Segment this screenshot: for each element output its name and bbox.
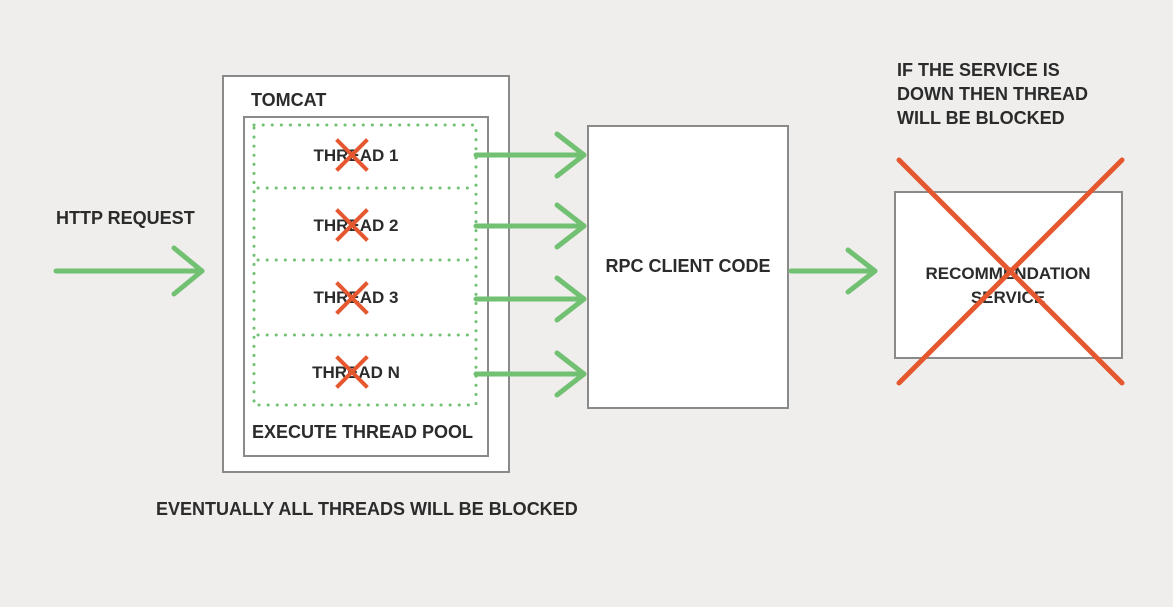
rpc-client-label: RPC CLIENT CODE bbox=[605, 256, 770, 276]
blocked-cross-icon bbox=[335, 355, 369, 389]
thread-arrow bbox=[473, 350, 587, 398]
thread-label: THREAD 2 bbox=[313, 216, 398, 235]
service-down-note: DOWN THEN THREAD bbox=[897, 84, 1088, 104]
blocked-cross-icon bbox=[335, 281, 369, 315]
thread-arrow bbox=[473, 131, 587, 179]
tomcat-label: TOMCAT bbox=[251, 90, 326, 110]
service-down-note: IF THE SERVICE IS bbox=[897, 60, 1060, 80]
service-down-cross-icon bbox=[896, 157, 1125, 386]
rpc-client-box bbox=[587, 125, 789, 409]
rpc-to-service-arrow bbox=[788, 247, 878, 295]
http-request-arrow bbox=[53, 245, 205, 297]
service-down-note: WILL BE BLOCKED bbox=[897, 108, 1065, 128]
thread-label: THREAD 1 bbox=[313, 146, 398, 165]
thread-arrow bbox=[473, 275, 587, 323]
thread-pool-dotted-area bbox=[252, 123, 478, 407]
http-request-label: HTTP REQUEST bbox=[56, 208, 195, 228]
thread-label: THREAD N bbox=[312, 363, 400, 382]
footer-note: EVENTUALLY ALL THREADS WILL BE BLOCKED bbox=[156, 499, 578, 519]
thread-pool-label: EXECUTE THREAD POOL bbox=[252, 422, 473, 442]
blocked-cross-icon bbox=[335, 138, 369, 172]
thread-label: THREAD 3 bbox=[313, 288, 398, 307]
thread-arrow bbox=[473, 202, 587, 250]
blocked-cross-icon bbox=[335, 208, 369, 242]
